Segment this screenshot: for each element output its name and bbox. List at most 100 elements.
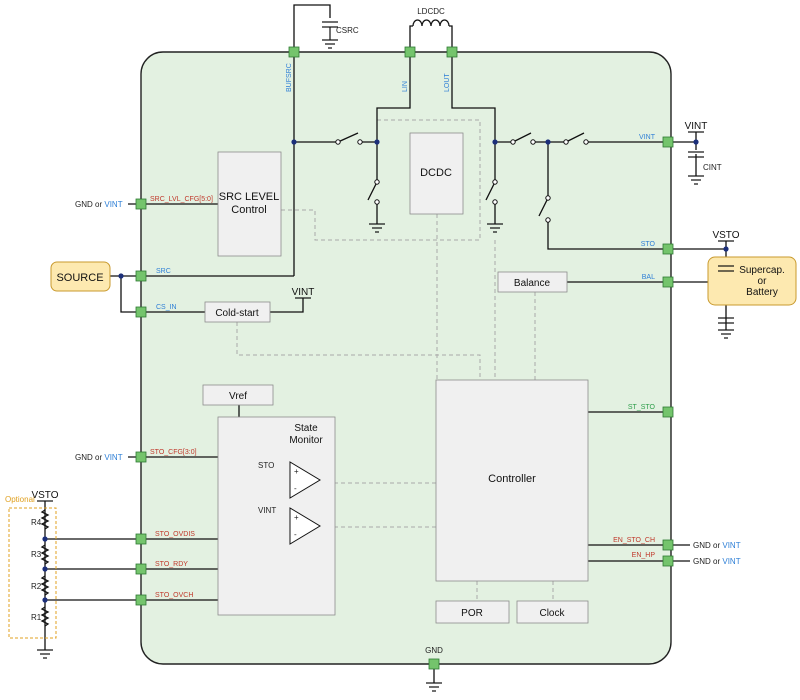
right-config-en-sto-ch: GND or VINT: [693, 541, 741, 550]
comparator-sto-plus: +: [294, 467, 299, 476]
supercap-line1: Supercap.: [739, 265, 785, 276]
r3-label: R3: [31, 550, 42, 559]
config-gnd: GND: [75, 453, 93, 462]
pin-src-label: SRC: [156, 268, 171, 275]
config-vint: VINT: [722, 557, 740, 566]
pad-sto-ovch: [135, 594, 147, 606]
src-level-control-block: SRC LEVEL Control: [217, 151, 282, 257]
state-monitor-title: State: [294, 423, 318, 434]
cold-start-block: Cold-start: [204, 301, 271, 323]
comparator-vint-plus: +: [294, 513, 299, 522]
cint-label: CINT: [703, 163, 722, 172]
pin-lin-label: LIN: [402, 81, 409, 92]
pad-bufsrc: [288, 46, 300, 58]
inductor-symbol: [412, 19, 450, 27]
config-gnd: GND: [693, 557, 711, 566]
por-block: POR: [435, 600, 510, 624]
config-vint: VINT: [104, 453, 122, 462]
supercap-block: Supercap. or Battery: [707, 256, 797, 306]
r2-label: R2: [31, 582, 42, 591]
right-config-en-hp: GND or VINT: [693, 557, 741, 566]
wires: [44, 4, 727, 683]
vsto-rail-label-right: VSTO: [712, 230, 739, 241]
pad-cs-in: [135, 306, 147, 318]
controller-block: Controller: [435, 379, 589, 582]
pin-sto-ovdis-label: STO_OVDIS: [155, 531, 195, 538]
pad-src-lvl-cfg: [135, 198, 147, 210]
state-monitor-subtitle: Monitor: [289, 435, 323, 446]
vint-coldstart-label: VINT: [292, 287, 315, 298]
clock-block: Clock: [516, 600, 589, 624]
vref-label: Vref: [229, 391, 247, 402]
state-monitor-block: State Monitor: [217, 416, 336, 616]
pin-lout-label: LOUT: [444, 73, 451, 92]
resistor-divider: [40, 509, 50, 627]
pad-sto: [662, 243, 674, 255]
ldcdc-label: LDCDC: [417, 7, 445, 16]
pin-vint-label: VINT: [639, 134, 656, 141]
ground-symbols: [37, 39, 734, 692]
supercap-line2: or: [758, 276, 768, 287]
vref-block: Vref: [202, 384, 274, 406]
pad-src: [135, 270, 147, 282]
source-label: SOURCE: [56, 272, 103, 284]
gnd-pin-label: GND: [425, 646, 443, 655]
pin-en-hp-label: EN_HP: [632, 552, 656, 559]
comparator-sto: + - STO: [258, 461, 321, 499]
pad-lin: [404, 46, 416, 58]
config-vint: VINT: [104, 200, 122, 209]
config-or: or: [713, 557, 720, 566]
internal-signal-lines: [236, 119, 554, 600]
controller-label: Controller: [488, 473, 536, 485]
pin-src-lvl-cfg-label: SRC_LVL_CFG[5:0]: [150, 196, 213, 203]
vsto-rail-label-left: VSTO: [31, 490, 58, 501]
junction-dots: [42, 139, 729, 603]
comparator-vint-input-label: VINT: [258, 506, 276, 515]
cold-start-label: Cold-start: [215, 308, 259, 319]
dcdc-label: DCDC: [420, 167, 452, 179]
pin-en-sto-ch-label: EN_STO_CH: [613, 537, 655, 544]
optional-box: [8, 507, 57, 639]
pad-sto-rdy: [135, 563, 147, 575]
rail-ticks: [37, 131, 734, 502]
pad-en-hp: [662, 555, 674, 567]
config-gnd: GND: [75, 200, 93, 209]
csrc-label: CSRC: [336, 26, 359, 35]
source-block: SOURCE: [50, 261, 111, 292]
pad-bal: [662, 276, 674, 288]
config-or: or: [95, 453, 102, 462]
capacitors: [322, 21, 734, 324]
pin-cs-in-label: CS_IN: [156, 304, 177, 311]
pad-gnd: [428, 658, 440, 670]
src-level-subtitle: Control: [231, 204, 266, 216]
config-or: or: [713, 541, 720, 550]
balance-label: Balance: [514, 278, 551, 289]
optional-label: Optional: [5, 495, 35, 504]
config-vint: VINT: [722, 541, 740, 550]
comparator-sto-input-label: STO: [258, 461, 274, 470]
r4-label: R4: [31, 518, 42, 527]
pin-sto-ovch-label: STO_OVCH: [155, 592, 193, 599]
left-config-src-lvl: GND or VINT: [75, 200, 123, 209]
src-level-title: SRC LEVEL: [219, 191, 280, 203]
config-or: or: [95, 200, 102, 209]
dcdc-block: DCDC: [409, 132, 464, 215]
left-config-sto-cfg: GND or VINT: [75, 453, 123, 462]
config-gnd: GND: [693, 541, 711, 550]
pad-vint: [662, 136, 674, 148]
svg-text:GND or VINT: GND or VINT: [75, 200, 123, 209]
pads: [135, 46, 674, 670]
pad-st-sto: [662, 406, 674, 418]
pin-sto-rdy-label: STO_RDY: [155, 561, 188, 568]
r1-label: R1: [31, 613, 42, 622]
vint-rail-label: VINT: [685, 121, 708, 132]
pin-sto-label: STO: [641, 241, 656, 248]
pad-sto-cfg: [135, 451, 147, 463]
clock-label: Clock: [539, 608, 565, 619]
pin-st-sto-label: ST_STO: [628, 404, 656, 411]
comparator-sto-minus: -: [294, 484, 297, 493]
external-labels: CSRC LDCDC VINT CINT VSTO VINT Optional …: [5, 7, 740, 655]
switches: [335, 132, 589, 223]
pad-sto-ovdis: [135, 533, 147, 545]
svg-text:GND or VINT: GND or VINT: [693, 557, 741, 566]
